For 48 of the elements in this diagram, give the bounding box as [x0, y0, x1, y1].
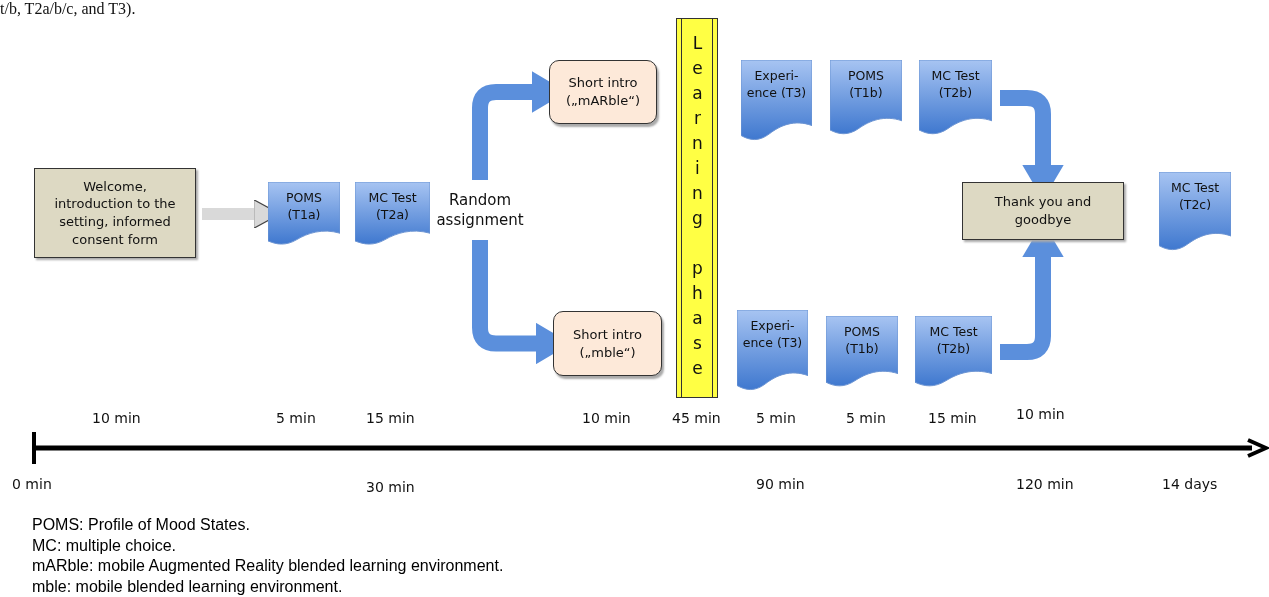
duration-label: 45 min	[672, 410, 721, 426]
node-label: MC Test (T2a)	[367, 190, 418, 224]
axis-tick-label: 120 min	[1016, 476, 1074, 492]
footnote: mble: mobile blended learning environment.	[32, 577, 343, 596]
duration-label: 10 min	[92, 410, 141, 426]
document-shape	[268, 182, 340, 246]
node-label: Experi- ence (T3)	[741, 318, 804, 352]
document-shape	[355, 182, 430, 246]
duration-label: 5 min	[756, 410, 796, 426]
duration-label: 5 min	[276, 410, 316, 426]
phase-band	[676, 18, 718, 398]
duration-label: 5 min	[846, 410, 886, 426]
node-label: Random assignment	[435, 189, 525, 231]
rounded-box	[553, 311, 662, 376]
node-label: Short intro („mble“)	[572, 325, 643, 362]
node-label: Learning phase	[686, 33, 709, 383]
node-label: MC Test (T2c)	[1169, 180, 1221, 214]
axis-tick-label: 30 min	[366, 479, 415, 495]
node-label: POMS (T1a)	[284, 190, 324, 224]
duration-label: 15 min	[366, 410, 415, 426]
node-label: MC Test (T2b)	[928, 324, 979, 358]
process-box	[34, 168, 196, 258]
node-label: POMS (T1b)	[846, 68, 886, 102]
node-label: POMS (T1b)	[842, 324, 882, 358]
document-shape	[1159, 172, 1231, 252]
duration-label: 15 min	[928, 410, 977, 426]
process-box	[962, 182, 1124, 240]
document-shape	[915, 316, 992, 388]
node-label: Thank you and goodbye	[993, 193, 1093, 229]
document-shape	[741, 60, 812, 142]
document-shape	[919, 60, 992, 136]
duration-label: 10 min	[1016, 406, 1065, 422]
node-label: Welcome, introduction to the setting, informed consent form	[53, 177, 177, 249]
axis-tick-label: 14 days	[1162, 476, 1218, 492]
footnote: POMS: Profile of Mood States.	[32, 516, 250, 534]
caption-fragment: t/b, T2a/b/c, and T3).	[0, 0, 136, 18]
document-shape	[826, 316, 898, 388]
document-shape	[737, 310, 808, 392]
duration-label: 10 min	[582, 410, 631, 426]
node-label: MC Test (T2b)	[930, 68, 981, 102]
axis-tick-label: 0 min	[12, 476, 52, 492]
rounded-box	[549, 60, 657, 124]
document-shape	[830, 60, 902, 136]
footnote: MC: multiple choice.	[32, 536, 177, 555]
axis-tick-label: 90 min	[756, 476, 805, 492]
node-label: Experi- ence (T3)	[745, 68, 808, 102]
footnote: mARble: mobile Augmented Reality blended learning environment.	[32, 557, 504, 575]
node-label: Short intro („mARble“)	[564, 74, 642, 110]
